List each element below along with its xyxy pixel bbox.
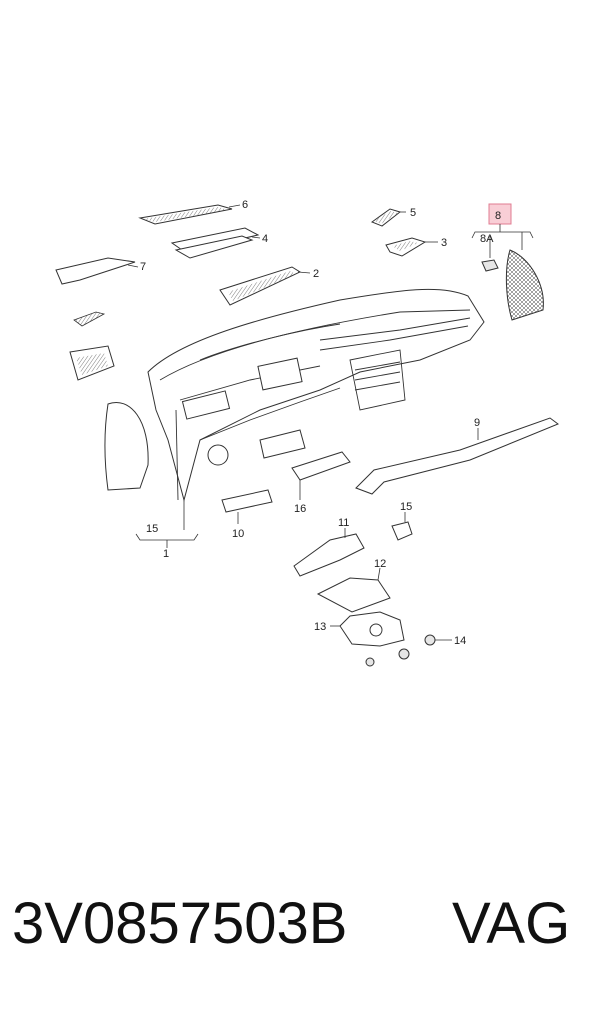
- callout-3: 3: [441, 237, 447, 249]
- callout-16: 16: [294, 503, 306, 515]
- part-8-speaker-grille: [471, 203, 544, 321]
- part-15-side-panel: [104, 402, 199, 548]
- callout-9: 9: [474, 417, 480, 429]
- part-2-center-vent: [219, 266, 311, 306]
- part-15-clip: [391, 512, 413, 541]
- part-6-defroster-grille: [138, 204, 241, 225]
- callout-8a: 8A: [480, 233, 494, 245]
- callout-2: 2: [313, 268, 319, 280]
- footer: 3V0857503B VAG: [0, 890, 600, 980]
- part-1-dashboard: [147, 288, 485, 530]
- part-5-vent-piece: [370, 208, 406, 227]
- callout-12: 12: [374, 558, 386, 570]
- callout-15-left: 15: [146, 523, 158, 535]
- brand-label: VAG: [452, 891, 571, 956]
- part-16-trim: [291, 451, 351, 500]
- exploded-parts-diagram: 6 4 7 2 5 3 8 8A 9 16 10 15 1 15 11 12 1…: [55, 199, 560, 667]
- part-11-column-trim: [293, 528, 365, 577]
- callout-13: 13: [314, 621, 326, 633]
- part-9-trim-strip: [355, 417, 560, 495]
- part-12-column-shroud: [316, 567, 391, 613]
- callout-1: 1: [163, 548, 169, 560]
- callout-8: 8: [495, 210, 501, 222]
- part-14-screws: [365, 634, 452, 667]
- callout-6: 6: [242, 199, 248, 211]
- callout-5: 5: [410, 207, 416, 219]
- callout-14: 14: [454, 635, 466, 647]
- callout-4: 4: [262, 233, 268, 245]
- part-7-side-trim: [55, 257, 139, 285]
- part-number: 3V0857503B: [12, 891, 348, 956]
- callout-15-right: 15: [400, 501, 412, 513]
- callout-10: 10: [232, 528, 244, 540]
- left-air-vent: [69, 345, 115, 381]
- callout-7: 7: [140, 261, 146, 273]
- part-3-vent-housing: [385, 237, 438, 257]
- part-13-lower-shroud: [330, 611, 405, 647]
- part-4-vent-bezel: [170, 227, 261, 259]
- left-small-grille: [73, 311, 106, 327]
- callout-11: 11: [338, 517, 349, 529]
- part-10-trim: [221, 489, 273, 524]
